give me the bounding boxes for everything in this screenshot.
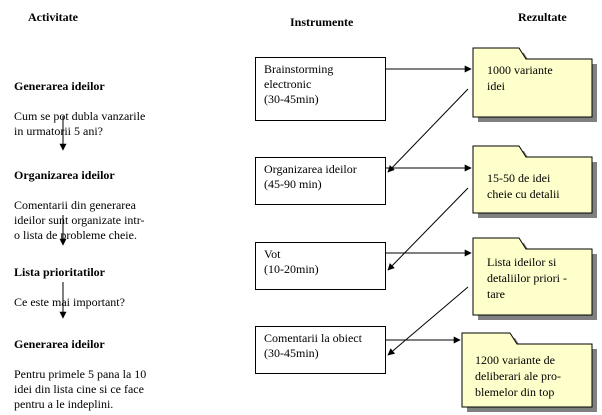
activity-4-body: Pentru primele 5 pana la 10 idei din lis… xyxy=(14,367,147,411)
results-header: Rezultate xyxy=(518,10,567,24)
activity-3: Lista prioritatilor Ce este mai importan… xyxy=(14,250,179,325)
result-folder-3 xyxy=(472,237,597,320)
tools-header: Instrumente xyxy=(290,15,354,29)
activity-3-body: Ce este mai important? xyxy=(14,295,125,309)
tool-box-vote-text: Vot (10-20min) xyxy=(264,247,319,276)
tool-box-vote: Vot (10-20min) xyxy=(255,242,386,290)
result-4-text: 1200 variante de deliberari ale pro- ble… xyxy=(475,353,561,399)
tool-box-brainstorming-text: Brainstorming electronic (30-45min) xyxy=(264,62,334,106)
result-folder-4 xyxy=(461,332,597,412)
result-1-text: 1000 variante idei xyxy=(487,63,553,93)
activity-4-title: Generarea ideilor xyxy=(14,337,105,351)
result-folder-2 xyxy=(472,145,597,218)
result-2-text: 15-50 de idei cheie cu detalii xyxy=(487,171,560,201)
tool-box-comments-text: Comentarii la obiect (30-45min) xyxy=(264,331,362,360)
activities-header: Activitate xyxy=(28,10,78,24)
tool-box-brainstorming: Brainstorming electronic (30-45min) xyxy=(255,57,386,121)
activity-2: Organizarea ideilor Comentarii din gener… xyxy=(14,153,179,258)
tool-box-comments: Comentarii la obiect (30-45min) xyxy=(255,326,386,374)
activity-1: Generarea ideilor Cum se pot dubla vanza… xyxy=(14,64,179,154)
result-to-tool-arrow-3 xyxy=(387,286,469,356)
result-folder-1 xyxy=(472,47,597,122)
activity-3-title: Lista prioritatilor xyxy=(14,265,105,279)
activity-4: Generarea ideilor Pentru primele 5 pana … xyxy=(14,322,179,415)
activity-2-title: Organizarea ideilor xyxy=(14,168,115,182)
activity-1-body: Cum se pot dubla vanzarile in urmatorii … xyxy=(14,109,146,138)
tool-box-organizing-text: Organizarea ideilor (45-90 min) xyxy=(264,162,357,191)
activity-2-body: Comentarii din generarea ideilor sunt or… xyxy=(14,198,145,242)
activity-1-title: Generarea ideilor xyxy=(14,79,105,93)
result-3-text: Lista ideilor si detaliilor priori - tar… xyxy=(487,255,567,301)
result-to-tool-arrow-2 xyxy=(387,187,469,271)
tool-box-organizing: Organizarea ideilor (45-90 min) xyxy=(255,157,386,205)
result-to-tool-arrow-1 xyxy=(387,88,469,173)
result-folders xyxy=(461,47,597,412)
